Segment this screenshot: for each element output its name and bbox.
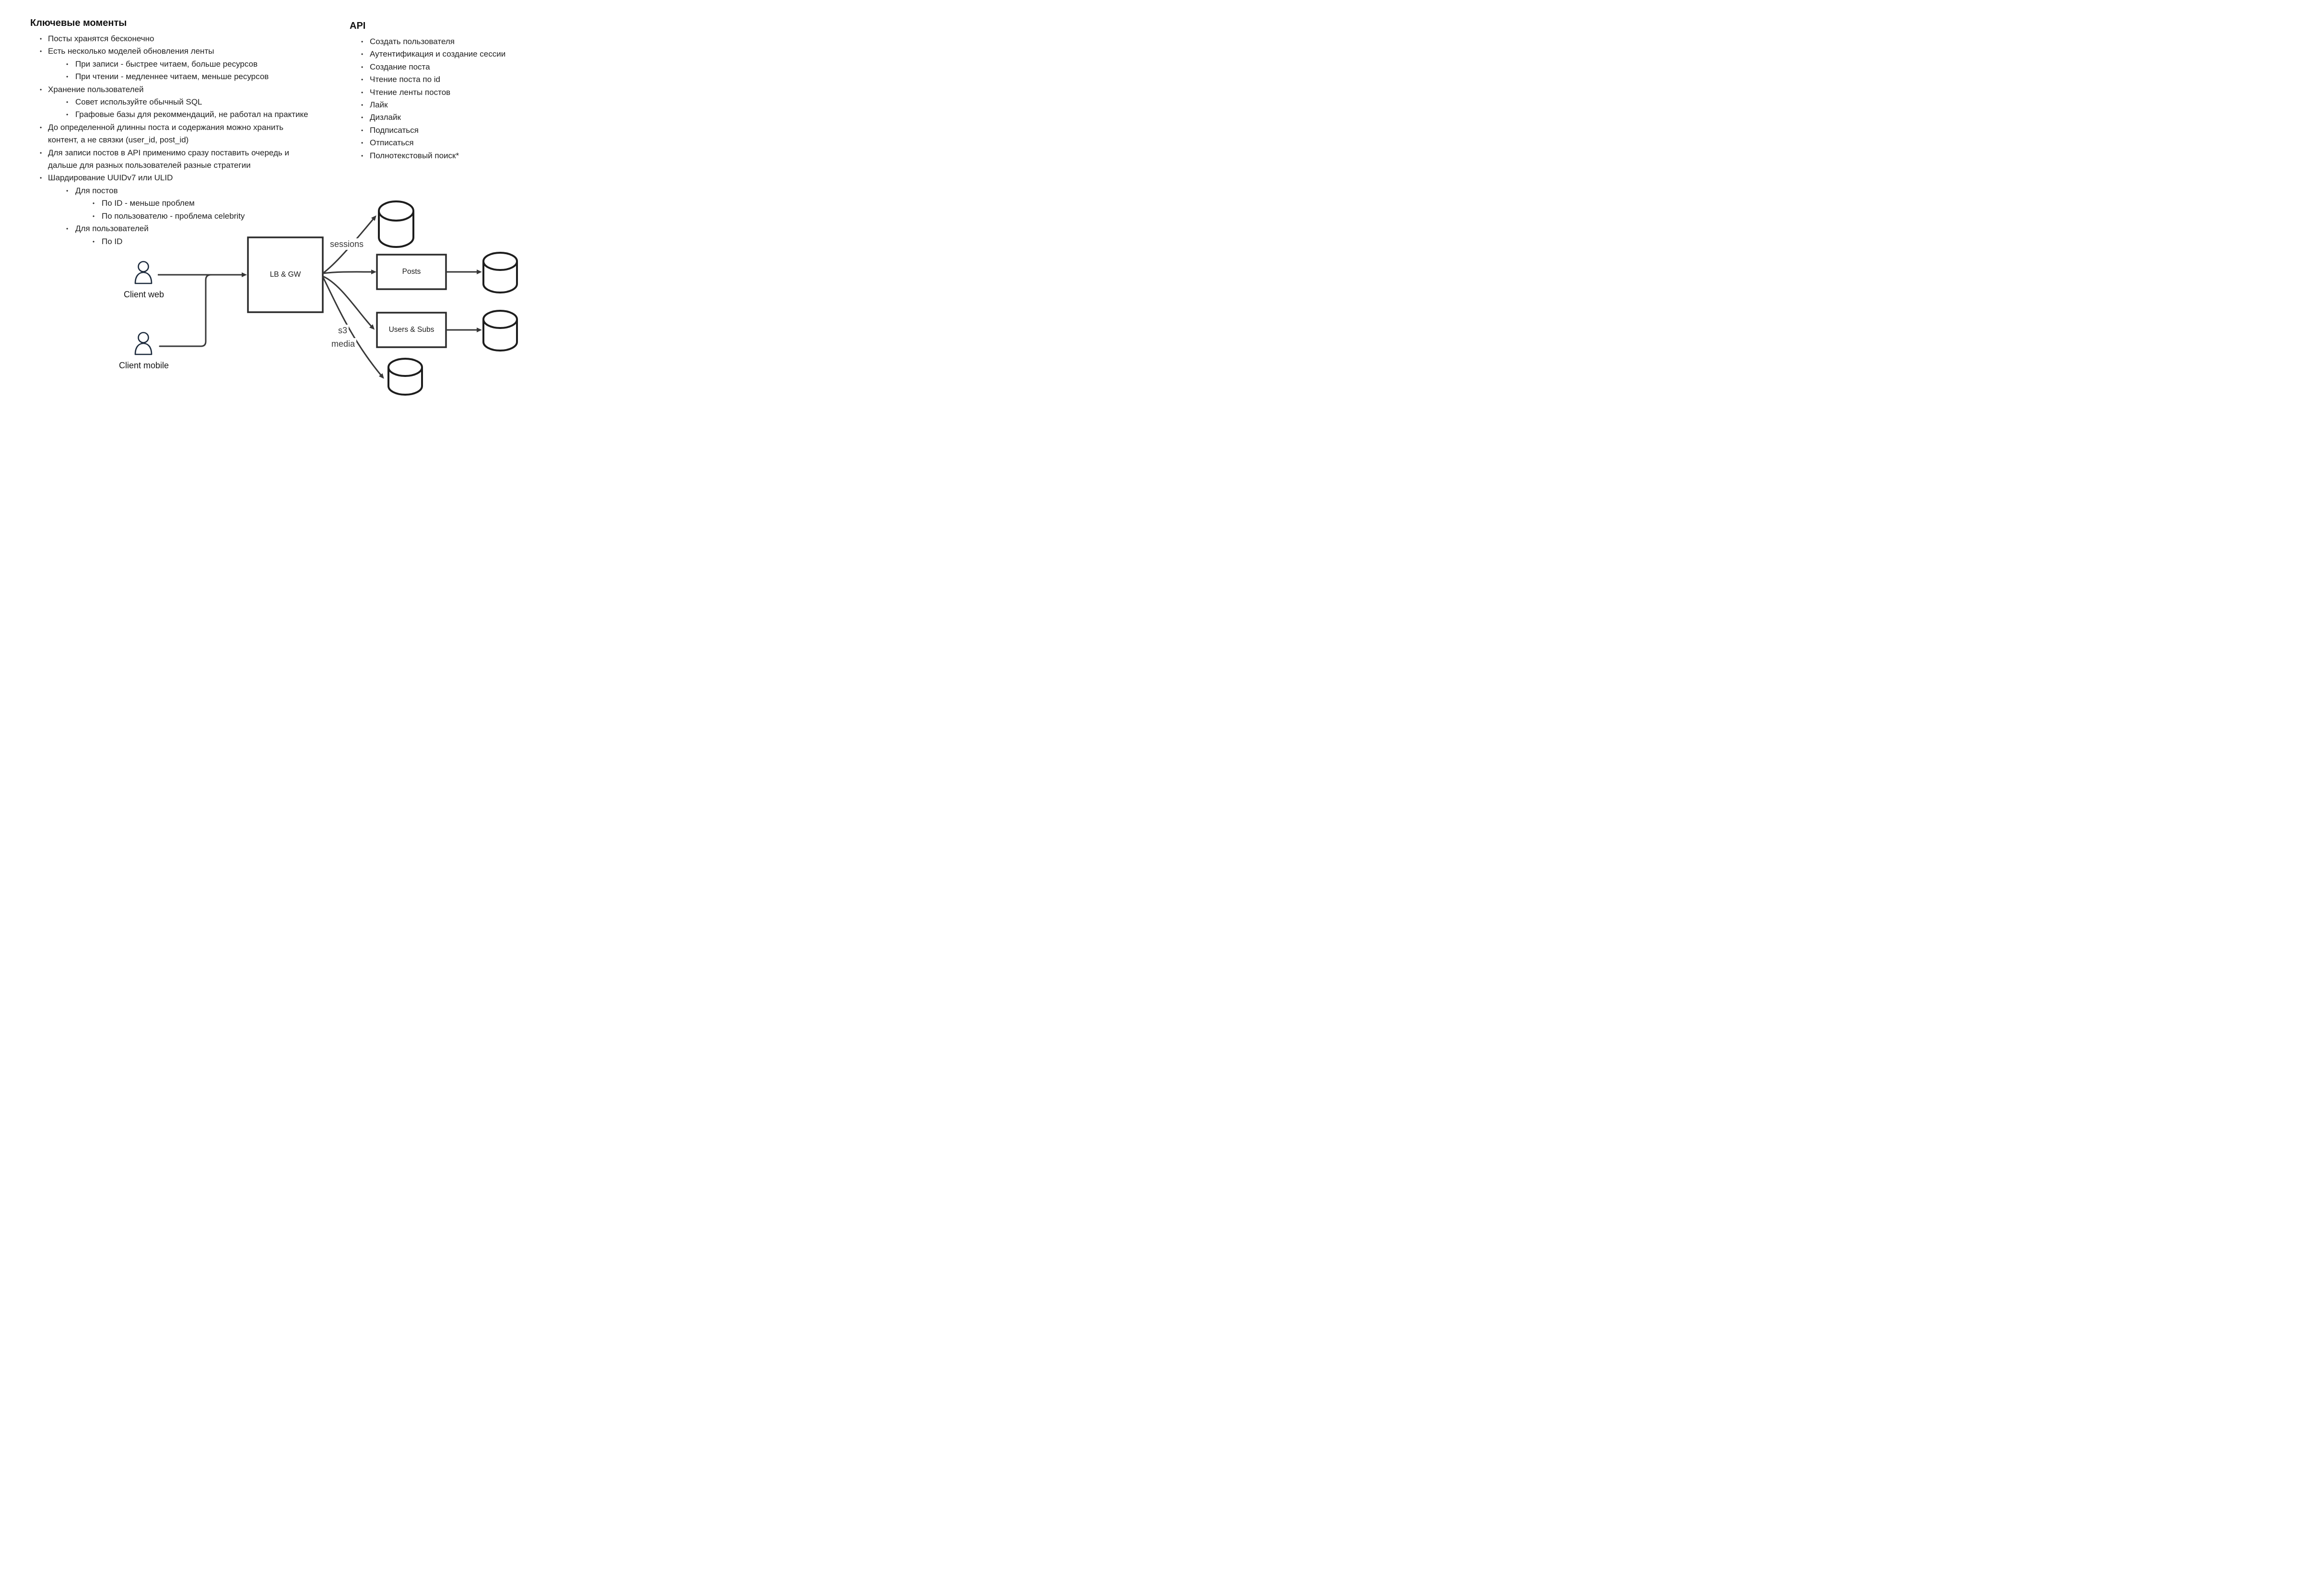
architecture-diagram <box>134 200 518 396</box>
api-title: API <box>350 21 366 31</box>
key-points-item-text: Хранение пользователей <box>48 84 144 94</box>
key-points-item-text: До определенной длинны поста и содержани… <box>48 122 283 145</box>
key-points-item-text: Есть несколько моделей обновления ленты <box>48 47 214 56</box>
api-item: Лайк <box>350 99 551 112</box>
key-points-item-text: По ID <box>102 236 123 246</box>
api-item-text: Аутентификация и создание сессии <box>370 49 506 59</box>
edge-lb-to-users-subs <box>322 275 375 330</box>
api-item: Полнотекстовый поиск* <box>350 150 551 163</box>
key-points-item: Для пользователей <box>30 223 311 235</box>
api-list: Создать пользователяАутентификация и соз… <box>350 35 551 162</box>
key-points-item: По ID - меньше проблем <box>30 197 311 210</box>
api-item-text: Подписаться <box>370 125 419 135</box>
media-edge-label: media <box>330 338 357 350</box>
s3-edge-label: s3 <box>337 325 349 336</box>
client-mobile-label: Client mobile <box>118 360 169 370</box>
key-points-item-text: По ID - меньше проблем <box>102 199 195 208</box>
api-item-text: Полнотекстовый поиск* <box>370 151 459 160</box>
edge-lb-to-posts <box>322 269 376 274</box>
key-points-item: До определенной длинны поста и содержани… <box>30 121 311 147</box>
users-db-icon <box>482 310 518 352</box>
posts-label: Posts <box>402 268 421 276</box>
api-item: Чтение ленты постов <box>350 86 551 99</box>
key-points-item: Посты хранятся бесконечно <box>30 33 311 46</box>
api-panel: API Создать пользователяАутентификация и… <box>350 20 551 162</box>
lb-gw-label: LB & GW <box>270 270 301 279</box>
api-item-text: Создание поста <box>370 62 430 71</box>
users-subs-label: Users & Subs <box>388 326 434 334</box>
key-points-item: Есть несколько моделей обновления ленты <box>30 45 311 58</box>
sessions-db-icon <box>378 200 414 248</box>
key-points-item: По пользователю - проблема celebrity <box>30 210 311 223</box>
api-item: Дизлайк <box>350 111 551 124</box>
edge-client-mobile-to-lb <box>159 274 212 347</box>
key-points-item: Графовые базы для рекоммендаций, не рабо… <box>30 108 311 121</box>
api-item: Подписаться <box>350 124 551 137</box>
posts-db-icon <box>482 252 518 293</box>
key-points-item: Шардирование UUIDv7 или ULID <box>30 172 311 185</box>
key-points-item-text: Шардирование UUIDv7 или ULID <box>48 173 173 183</box>
key-points-item-text: По пользователю - проблема celebrity <box>102 211 245 221</box>
users-subs-box <box>376 312 447 348</box>
key-points-item: Для постов <box>30 185 311 198</box>
client-mobile-person-icon <box>134 332 153 355</box>
key-points-list: Посты хранятся бесконечноЕсть несколько … <box>30 33 311 248</box>
media-db-icon <box>387 358 423 396</box>
key-points-item: Хранение пользователей <box>30 83 311 96</box>
client-web-person-icon <box>134 261 153 284</box>
key-points-item: При чтении - медленнее читаем, меньше ре… <box>30 70 311 83</box>
api-item-text: Чтение ленты постов <box>370 87 451 97</box>
key-points-item-text: Для пользователей <box>75 224 149 234</box>
key-points-item: При записи - быстрее читаем, больше ресу… <box>30 58 311 71</box>
lb-gw-box <box>247 236 324 313</box>
client-web-label: Client web <box>123 289 164 299</box>
api-item-text: Чтение поста по id <box>370 75 440 84</box>
api-item: Создание поста <box>350 61 551 74</box>
key-points-item-text: При записи - быстрее читаем, больше ресу… <box>75 59 258 69</box>
posts-box <box>376 254 447 290</box>
edge-lb-to-media-db <box>322 276 384 379</box>
api-item-text: Дизлайк <box>370 113 401 122</box>
key-points-item-text: Для постов <box>75 186 118 195</box>
sessions-edge-label: sessions <box>329 238 365 250</box>
edge-lb-to-sessions-db <box>322 215 376 274</box>
key-points-item: Совет используйте обычный SQL <box>30 96 311 109</box>
key-points-item-text: Для записи постов в API применимо сразу … <box>48 148 289 170</box>
api-item-text: Лайк <box>370 100 388 110</box>
whiteboard-canvas: Ключевые моменты Посты хранятся бесконеч… <box>0 0 581 396</box>
key-points-item-text: Совет используйте обычный SQL <box>75 97 202 107</box>
key-points-title: Ключевые моменты <box>30 18 127 28</box>
key-points-item: Для записи постов в API применимо сразу … <box>30 147 311 172</box>
key-points-item: По ID <box>30 235 311 248</box>
key-points-panel: Ключевые моменты Посты хранятся бесконеч… <box>30 17 311 248</box>
api-item: Чтение поста по id <box>350 73 551 86</box>
api-item-text: Отписаться <box>370 138 414 148</box>
api-item: Аутентификация и создание сессии <box>350 48 551 61</box>
key-points-item-text: Графовые базы для рекоммендаций, не рабо… <box>75 110 308 119</box>
api-item-text: Создать пользователя <box>370 37 455 46</box>
api-item: Создать пользователя <box>350 35 551 48</box>
api-item: Отписаться <box>350 137 551 150</box>
key-points-item-text: При чтении - медленнее читаем, меньше ре… <box>75 72 269 82</box>
key-points-item-text: Посты хранятся бесконечно <box>48 34 154 43</box>
